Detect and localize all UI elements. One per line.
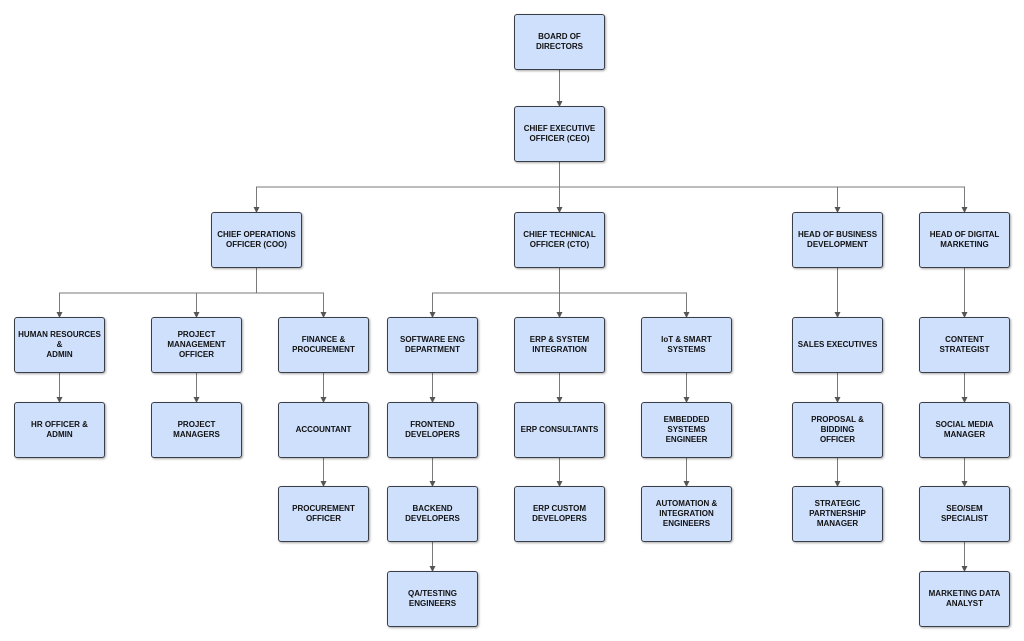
org-box-emb: EMBEDDED SYSTEMS ENGINEER <box>641 402 732 458</box>
connector-coo-hr <box>56 268 257 318</box>
org-box-acc: ACCOUNTANT <box>278 402 369 458</box>
org-box-coo: CHIEF OPERATIONS OFFICER (COO) <box>211 212 302 268</box>
connector-ceo-hbd <box>559 162 841 213</box>
org-box-prop: PROPOSAL & BIDDING OFFICER <box>792 402 883 458</box>
org-box-hro: HR OFFICER & ADMIN <box>14 402 105 458</box>
connector-ceo-coo <box>253 162 560 213</box>
connector-ceo-hdm <box>559 162 968 213</box>
org-box-erpd: ERP CUSTOM DEVELOPERS <box>514 486 605 542</box>
org-box-sales: SALES EXECUTIVES <box>792 317 883 373</box>
org-box-iot: IoT & SMART SYSTEMS <box>641 317 732 373</box>
org-box-cto: CHIEF TECHNICAL OFFICER (CTO) <box>514 212 605 268</box>
org-box-seo: SEO/SEM SPECIALIST <box>919 486 1010 542</box>
org-box-proc: PROCUREMENT OFFICER <box>278 486 369 542</box>
org-box-fe: FRONTEND DEVELOPERS <box>387 402 478 458</box>
org-box-erpc: ERP CONSULTANTS <box>514 402 605 458</box>
org-box-pmo: PROJECT MANAGEMENT OFFICER <box>151 317 242 373</box>
org-box-ceo: CHIEF EXECUTIVE OFFICER (CEO) <box>514 106 605 162</box>
connector-cto-swe <box>429 268 560 318</box>
org-box-content: CONTENT STRATEGIST <box>919 317 1010 373</box>
org-box-smm: SOCIAL MEDIA MANAGER <box>919 402 1010 458</box>
org-box-fin: FINANCE & PROCUREMENT <box>278 317 369 373</box>
connector-cto-iot <box>559 268 690 318</box>
org-box-board: BOARD OF DIRECTORS <box>514 14 605 70</box>
org-box-auto: AUTOMATION & INTEGRATION ENGINEERS <box>641 486 732 542</box>
org-box-hdm: HEAD OF DIGITAL MARKETING <box>919 212 1010 268</box>
org-box-swe: SOFTWARE ENG DEPARTMENT <box>387 317 478 373</box>
org-box-mda: MARKETING DATA ANALYST <box>919 571 1010 627</box>
org-box-qa: QA/TESTING ENGINEERS <box>387 571 478 627</box>
org-box-be: BACKEND DEVELOPERS <box>387 486 478 542</box>
connector-coo-pmo <box>193 268 257 318</box>
org-box-hbd: HEAD OF BUSINESS DEVELOPMENT <box>792 212 883 268</box>
org-box-erp: ERP & SYSTEM INTEGRATION <box>514 317 605 373</box>
org-box-spm: STRATEGIC PARTNERSHIP MANAGER <box>792 486 883 542</box>
org-box-hr: HUMAN RESOURCES & ADMIN <box>14 317 105 373</box>
connector-coo-fin <box>256 268 327 318</box>
org-box-pm: PROJECT MANAGERS <box>151 402 242 458</box>
